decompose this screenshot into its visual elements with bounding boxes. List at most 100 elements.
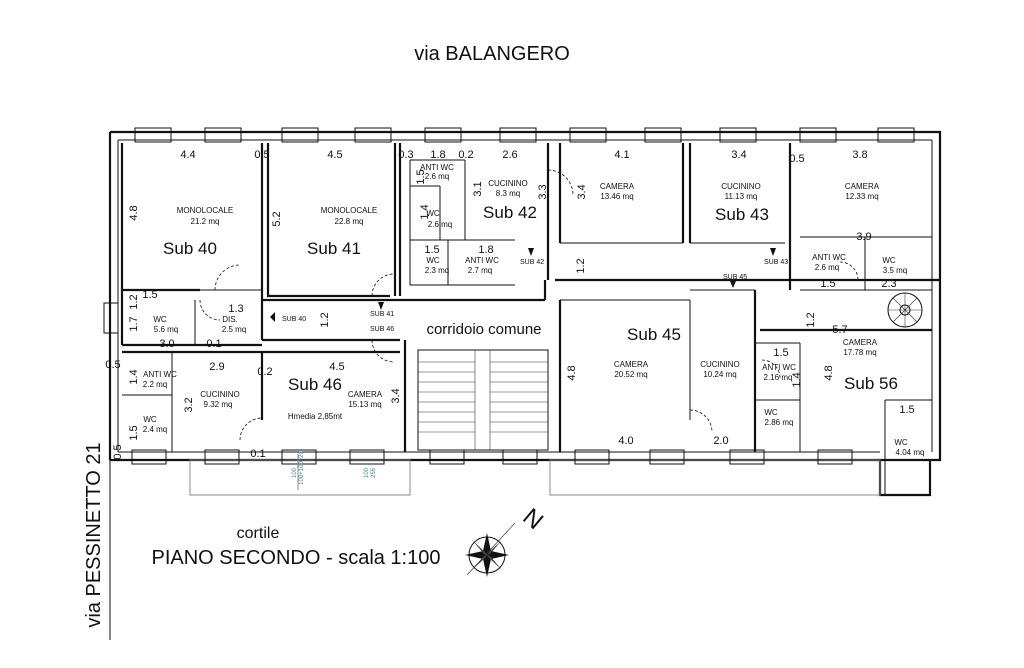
room-labels: MONOLOCALE 21.2 mq MONOLOCALE 22.8 mq AN… [143,163,925,457]
room-name: ANTI WC [465,256,499,265]
dimension: 3.4 [390,388,402,403]
room-area: 2.6 mq [425,172,449,181]
room-area: 20.52 mq [614,370,647,379]
street-left-label: via PESSINETTO 21 [83,442,105,627]
svg-text:100+100+20: 100+100+20 [299,450,305,484]
dimension: 4.8 [566,365,578,380]
room-name: ANTI WC [762,363,796,372]
dimension: 0.2 [257,366,272,378]
dimension: 1.5 [415,169,427,184]
room-name: CAMERA [614,360,649,369]
dimension: 3.2 [183,397,195,412]
marker-sub-46: SUB 46 [370,326,394,333]
marker-sub-43: SUB 43 [764,259,788,266]
dimension: 3.4 [731,149,746,161]
room-name: WC [426,209,440,218]
room-name: WC [882,256,896,265]
room-name: MONOLOCALE [177,206,233,215]
dimension: 1.4 [791,372,803,387]
room-name: MONOLOCALE [321,206,377,215]
facade-windows-top [134,127,915,143]
dimension: 4.5 [327,149,342,161]
room-area: 3.5 mq [883,266,907,275]
dimension: 1.5 [128,425,140,440]
room-area: 2.6 mq [815,263,839,272]
sub-41-label: Sub 41 [307,239,361,258]
room-area: 2.5 mq [222,325,246,334]
room-name: CUCININO [700,360,740,369]
dimension: 1.8 [430,149,445,161]
dimension: 0.3 [398,149,413,161]
average-height: Hmedia 2,85mt [288,412,343,421]
marker-sub-42: SUB 42 [520,259,544,266]
dimension: 4.0 [618,435,633,447]
room-area: 17.78 mq [843,348,876,357]
room-name: CUCININO [721,182,761,191]
dimension: 1.5 [142,289,157,301]
room-name: CAMERA [600,182,635,191]
room-area: 10.24 mq [703,370,736,379]
svg-text:100: 100 [292,467,298,478]
dimension: 1.8 [478,244,493,256]
room-name: WC [143,415,157,424]
svg-text:100: 100 [364,467,370,478]
room-area: 2.7 mq [468,266,492,275]
room-area: 9.32 mq [204,400,233,409]
sub-entrance-markers [270,248,776,322]
marker-sub-45: SUB 45 [723,274,747,281]
room-name: CAMERA [843,338,878,347]
dimension: 4.1 [614,149,629,161]
dimension: 2.0 [713,435,728,447]
sub-43-label: Sub 43 [715,205,769,224]
room-area: 12.33 mq [845,192,878,201]
room-name: DIS. [222,315,238,324]
dimension: 1.2 [319,312,331,327]
compass-icon [465,522,516,577]
dimension: 3.4 [576,184,588,199]
dimension: 1.4 [128,369,140,384]
spiral-stair-icon [887,292,923,328]
side-window [103,302,119,334]
window-notes: 100 100+100+20 100 255 [292,450,377,484]
dimension: 5.7 [832,324,847,336]
room-name: CUCININO [200,390,240,399]
dimension: 1.5 [424,244,439,256]
marker-sub-40: SUB 40 [282,316,306,323]
dimension: 1.5 [773,347,788,359]
room-name: WC [894,438,908,447]
dimension: 1.3 [228,303,243,315]
dimension: 0.1 [206,338,221,350]
room-area: 2.16 mq [764,373,793,382]
svg-text:255: 255 [371,467,377,478]
room-area: 5.6 mq [154,325,178,334]
room-area: 2.4 mq [143,425,167,434]
dimension: 3.9 [856,231,871,243]
room-area: 2.2 mq [143,380,167,389]
dimension: 0.5 [105,359,120,371]
room-area: 13.46 mq [600,192,633,201]
room-area: 21.2 mq [191,217,220,226]
room-name: WC [153,315,167,324]
dimension: 0.5 [789,153,804,165]
room-area: 2.86 mq [765,418,794,427]
dimension: 3.8 [852,149,867,161]
sub-45-label: Sub 45 [627,325,681,344]
room-name: ANTI WC [812,253,846,262]
dimension: 5.2 [271,211,283,226]
courtyard-label: cortile [237,525,280,542]
dimension-labels: 4.4 0.5 4.5 0.3 1.8 0.2 2.6 4.1 3.4 0.5 … [105,149,914,460]
dimension: 0.1 [250,448,265,460]
dimension: 1.2 [575,258,587,273]
dimension: 1.7 [128,316,140,331]
marker-sub-41: SUB 41 [370,311,394,318]
room-name: WC [426,256,440,265]
sub-40-label: Sub 40 [163,239,217,258]
dimension: 0.2 [458,149,473,161]
dimension: 4.8 [823,365,835,380]
north-label: N [518,503,549,535]
dimension: 4.4 [180,149,195,161]
street-top-label: via BALANGERO [414,43,570,65]
room-name: ANTI WC [143,370,177,379]
room-area: 11.13 mq [725,192,758,201]
